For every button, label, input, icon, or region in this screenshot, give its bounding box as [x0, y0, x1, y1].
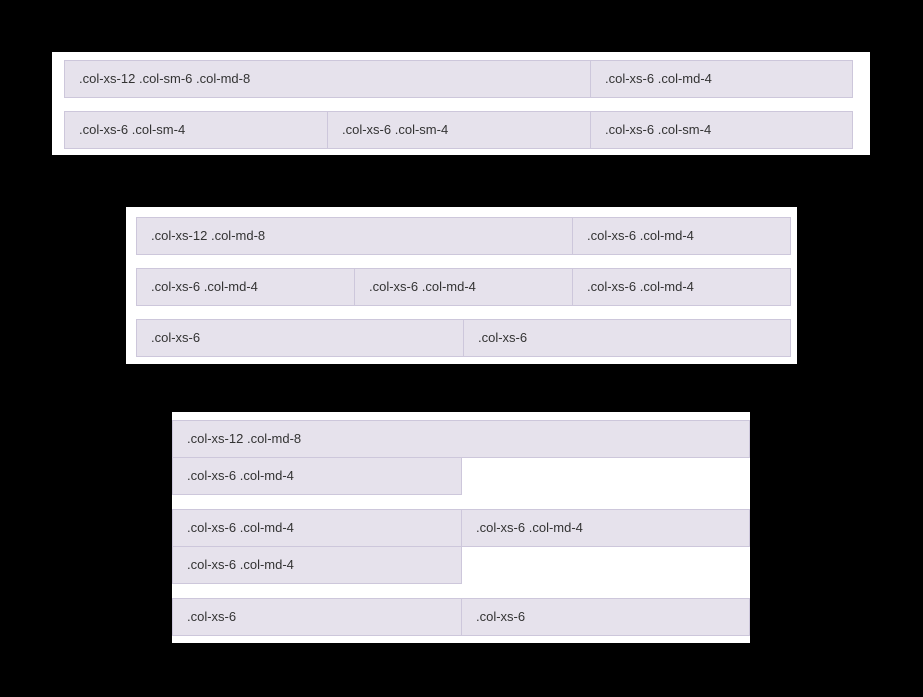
grid-cell: .col-xs-12 .col-md-8: [172, 420, 750, 458]
grid-cell: .col-xs-6 .col-md-4: [572, 217, 791, 255]
grid-row-1: .col-xs-12 .col-md-8 .col-xs-6 .col-md-4: [172, 420, 750, 496]
grid-cell: .col-xs-6: [461, 598, 750, 636]
grid-row-2: .col-xs-6 .col-md-4 .col-xs-6 .col-md-4 …: [136, 268, 791, 306]
grid-panel-md: .col-xs-12 .col-sm-6 .col-md-8 .col-xs-6…: [52, 52, 870, 155]
grid-cell: .col-xs-6 .col-md-4: [590, 60, 853, 98]
grid-cell: .col-xs-6 .col-md-4: [172, 457, 462, 495]
grid-cell: .col-xs-6: [172, 598, 462, 636]
grid-row-2: .col-xs-6 .col-md-4 .col-xs-6 .col-md-4 …: [172, 509, 750, 585]
grid-row-2: .col-xs-6 .col-sm-4 .col-xs-6 .col-sm-4 …: [64, 111, 853, 149]
grid-row-3: .col-xs-6 .col-xs-6: [172, 598, 750, 636]
grid-cell: .col-xs-6: [136, 319, 464, 357]
grid-cell: .col-xs-6 .col-md-4: [461, 509, 750, 547]
grid-row-1: .col-xs-12 .col-sm-6 .col-md-8 .col-xs-6…: [64, 60, 853, 98]
grid-cell: .col-xs-12 .col-sm-6 .col-md-8: [64, 60, 591, 98]
grid-panel-xs: .col-xs-12 .col-md-8 .col-xs-6 .col-md-4…: [172, 412, 750, 643]
grid-cell: .col-xs-6 .col-md-4: [172, 546, 462, 584]
grid-cell: .col-xs-6 .col-md-4: [172, 509, 462, 547]
grid-panel-md-2: .col-xs-12 .col-md-8 .col-xs-6 .col-md-4…: [126, 207, 797, 364]
grid-cell: .col-xs-12 .col-md-8: [136, 217, 573, 255]
grid-cell: .col-xs-6 .col-sm-4: [64, 111, 328, 149]
grid-cell: .col-xs-6 .col-sm-4: [590, 111, 853, 149]
grid-cell: .col-xs-6: [463, 319, 791, 357]
grid-cell: .col-xs-6 .col-md-4: [354, 268, 573, 306]
grid-cell: .col-xs-6 .col-md-4: [572, 268, 791, 306]
grid-row-1: .col-xs-12 .col-md-8 .col-xs-6 .col-md-4: [136, 217, 791, 255]
grid-cell: .col-xs-6 .col-sm-4: [327, 111, 591, 149]
grid-cell: .col-xs-6 .col-md-4: [136, 268, 355, 306]
grid-row-3: .col-xs-6 .col-xs-6: [136, 319, 791, 357]
